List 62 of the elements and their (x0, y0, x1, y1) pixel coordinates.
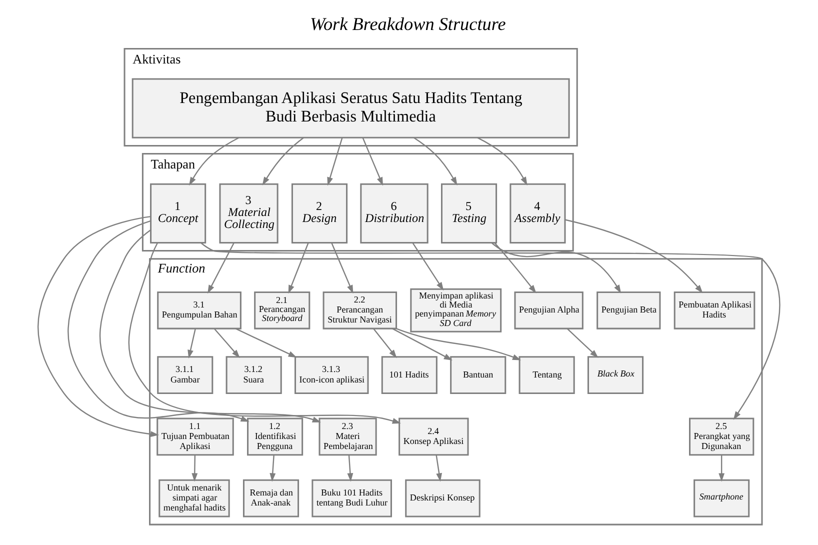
node-box: 2.1 Perancangan Storyboard (254, 291, 310, 330)
node-box: Pembuatan Aplikasi Hadits (674, 291, 756, 330)
node-box: Pengembangan Aplikasi Seratus Satu Hadits Tentang Budi Berbasis Multimedia (132, 78, 570, 138)
arrow (566, 328, 598, 358)
arrow (38, 216, 160, 438)
arrow (288, 242, 309, 294)
node-box: Menyimpan aplikasi di Media penyimpanan Memory SD Card (410, 288, 502, 332)
node-box: 2 Design (291, 183, 348, 244)
node-box: 5 Testing (440, 183, 498, 244)
arrow (189, 137, 240, 186)
arrow (373, 328, 397, 358)
arrow (100, 229, 321, 422)
arrow (412, 242, 444, 291)
arrow (236, 328, 297, 358)
node-box: 3.1.1 Gambar (157, 356, 214, 394)
arrow (270, 454, 276, 482)
arrow (188, 328, 196, 358)
node-box: 2.5 Perangkat yang Digunakan (689, 418, 754, 456)
node-box: 4 Assembly (510, 183, 566, 244)
arrow (208, 242, 234, 294)
node-box: Untuk menarik simpati agar menghafal hadits (158, 479, 230, 518)
node-box: Buku 101 Hadits tentang Budi Luhur (312, 479, 392, 518)
node-box: 1 Concept (150, 183, 206, 244)
node-box: 3.1.3 Icon-icon aplikasi (294, 356, 369, 394)
arrow (262, 137, 304, 186)
node-box: Pengujian Alpha (514, 291, 584, 330)
arrow (200, 242, 780, 420)
node-box: 3 Material Collecting (219, 183, 278, 244)
arrow (68, 220, 250, 422)
arrow (396, 328, 521, 360)
diagram-title: Work Breakdown Structure (310, 14, 506, 34)
node-box: Black Box (587, 356, 644, 394)
arrow (192, 454, 198, 482)
arrow (362, 138, 384, 186)
node-box: 1.1 Tujuan Pembuatan Aplikasi (156, 418, 234, 456)
node-box: 101 Hadits (381, 356, 438, 394)
arrow (491, 242, 622, 294)
node-box: Pengujian Beta (596, 291, 661, 330)
arrow (327, 138, 343, 186)
node-box: Tentang (518, 356, 575, 394)
node-box: Smartphone (694, 479, 750, 518)
arrow (392, 328, 452, 360)
node-box: 6 Distribution (360, 183, 428, 244)
arrow (347, 454, 354, 482)
arrow (414, 137, 458, 186)
node-box: Deskripsi Konsep (405, 479, 480, 518)
node-box: 2.4 Konsep Aplikasi (398, 418, 469, 456)
arrow (718, 454, 725, 482)
node-box: 3.1 Pengumpulan Bahan (157, 291, 242, 330)
arrow (565, 219, 703, 294)
node-box: Remaja dan Anak-anak (242, 479, 300, 518)
node-box: 2.2 Perancangan Struktur Navigasi (322, 291, 398, 330)
node-box: 2.3 Materi Pembelajaran (318, 418, 377, 456)
node-box: 1.2 Identifikasi Pengguna (247, 418, 304, 456)
arrow (494, 242, 536, 294)
arrow (214, 328, 240, 358)
arrow (331, 242, 354, 294)
arrow (128, 242, 401, 424)
arrow (477, 137, 528, 186)
node-box: 3.1.2 Suara (226, 356, 282, 394)
arrow (436, 454, 442, 482)
node-box: Bantuan (450, 356, 506, 394)
